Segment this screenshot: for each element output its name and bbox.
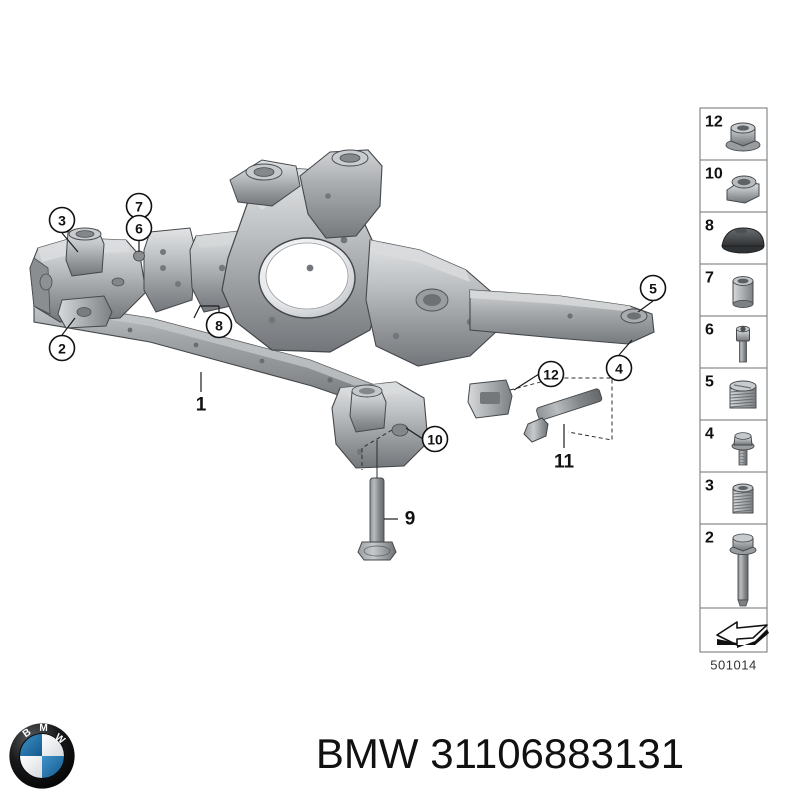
label-9: 9 <box>405 509 416 530</box>
callout-8-label: 8 <box>215 318 223 334</box>
part-number-caption: BMW 31106883131 <box>315 730 685 777</box>
callout-7: 7 <box>125 192 153 220</box>
legend-number-6: 6 <box>705 322 714 339</box>
callout-3: 3 <box>48 206 76 234</box>
lower-right-mount-block <box>331 381 429 469</box>
callout-3-label: 3 <box>58 213 66 229</box>
legend-number-3: 3 <box>705 478 714 495</box>
arrow-right-icon <box>716 621 769 648</box>
callout-4: 4 <box>605 354 633 382</box>
callout-10-label: 10 <box>427 432 443 448</box>
label-11-label: 11 <box>554 452 575 473</box>
bmw-roundel-logo: B M W <box>9 723 75 789</box>
callout-5-label: 5 <box>649 281 657 297</box>
coil-insert-icon <box>729 380 757 409</box>
legend-row-arrow <box>699 607 769 653</box>
brand-footer: B M W BMW 31106883131 <box>0 708 800 800</box>
legend-row-5: 5 <box>699 367 768 421</box>
callout-4-label: 4 <box>615 361 623 377</box>
callout-5: 5 <box>639 274 667 302</box>
svg-text:M: M <box>39 723 48 734</box>
legend-row-8: 8 <box>699 211 768 265</box>
legend-row-10: 10 <box>699 159 768 213</box>
hex-flange-nut-icon <box>725 122 761 152</box>
left-mounting-bracket <box>29 227 147 329</box>
callout-12: 12 <box>537 360 565 388</box>
legend-number-2: 2 <box>705 530 714 547</box>
threaded-bush-icon <box>732 483 754 514</box>
subframe-assembly <box>29 149 655 469</box>
label-1-label: 1 <box>196 395 207 416</box>
legend-number-10: 10 <box>705 166 723 183</box>
square-nut-icon <box>726 175 760 204</box>
allen-bolt-icon <box>736 325 750 363</box>
flange-bolt-short-icon <box>731 432 755 466</box>
right-casting-body <box>365 239 499 367</box>
legend-row-3: 3 <box>699 471 768 525</box>
legend-reference-number: 501014 <box>710 658 756 673</box>
upper-right-arm <box>299 149 383 239</box>
callout-leader-lines <box>61 219 654 520</box>
socket-sleeve-icon <box>732 276 754 308</box>
callout-6: 6 <box>125 214 153 242</box>
left-flange-plate <box>143 227 197 313</box>
legend-row-4: 4 <box>699 419 768 473</box>
callout-balloons: 3 7 6 2 8 5 4 12 10 1 9 11 <box>48 192 667 530</box>
legend-number-5: 5 <box>705 374 714 391</box>
callout-2: 2 <box>48 334 76 362</box>
callout-10: 10 <box>421 425 449 453</box>
legend-number-4: 4 <box>705 426 714 443</box>
flange-bolt-long-icon <box>729 533 757 607</box>
legend-row-6: 6 <box>699 315 768 369</box>
legend-row-12: 12 <box>699 107 768 161</box>
label-11: 11 <box>554 452 575 473</box>
legend-number-7: 7 <box>705 270 714 287</box>
callout-12-label: 12 <box>543 367 559 383</box>
rear-trailing-arm <box>469 289 655 345</box>
legend-row-2: 2 <box>699 523 768 609</box>
label-9-label: 9 <box>405 509 416 530</box>
callout-2-label: 2 <box>58 341 66 357</box>
legend-number-12: 12 <box>705 114 723 131</box>
legend-number-8: 8 <box>705 218 714 235</box>
label-1: 1 <box>196 395 207 416</box>
callout-8: 8 <box>205 311 233 339</box>
dome-bushing-icon <box>721 227 765 254</box>
parts-legend-panel: 12 10 8 7 6 5 4 3 2 501014 <box>699 107 769 673</box>
legend-row-7: 7 <box>699 263 768 317</box>
callout-6-label: 6 <box>135 221 143 237</box>
bolt-bracket-tab <box>467 379 513 419</box>
callout-7-label: 7 <box>135 199 143 215</box>
bolt-11 <box>523 388 603 443</box>
bolt-9 <box>357 440 397 561</box>
